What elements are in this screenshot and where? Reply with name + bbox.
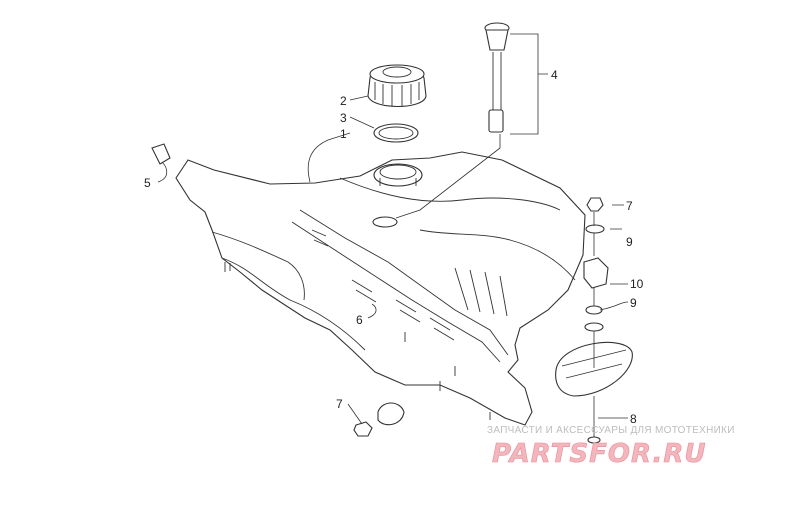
leader-lines	[157, 33, 629, 425]
callout-10: 10	[630, 277, 644, 291]
cap-gasket	[373, 123, 419, 143]
mount-bracket	[151, 143, 171, 165]
callout-2: 2	[340, 94, 347, 108]
callout-5: 5	[144, 176, 151, 190]
fuel-level-sender	[484, 22, 510, 133]
mounting-hardware-right	[555, 197, 633, 444]
callout-labels: 1 2 3 4 5 6 7 7 8 9 9 10	[144, 68, 644, 426]
fuel-tank	[175, 151, 586, 426]
callout-9-lower: 9	[630, 296, 637, 310]
watermark-tagline: ЗАПЧАСТИ И АКСЕССУАРЫ ДЛЯ МОТОТЕХНИКИ	[487, 425, 735, 436]
mounting-hardware-lower	[353, 402, 405, 437]
callout-4: 4	[551, 68, 558, 82]
callout-8: 8	[630, 412, 637, 426]
fuel-cap	[367, 64, 427, 107]
callout-7-upper: 7	[626, 199, 633, 213]
watermark: ЗАПЧАСТИ И АКСЕССУАРЫ ДЛЯ МОТОТЕХНИКИ PA…	[487, 425, 735, 469]
callout-1: 1	[340, 127, 347, 141]
callout-3: 3	[340, 111, 347, 125]
callout-9-upper: 9	[626, 235, 633, 249]
callout-7-lower: 7	[336, 397, 343, 411]
watermark-logo: PARTSFOR.RU	[492, 439, 706, 469]
callout-6: 6	[356, 313, 363, 327]
